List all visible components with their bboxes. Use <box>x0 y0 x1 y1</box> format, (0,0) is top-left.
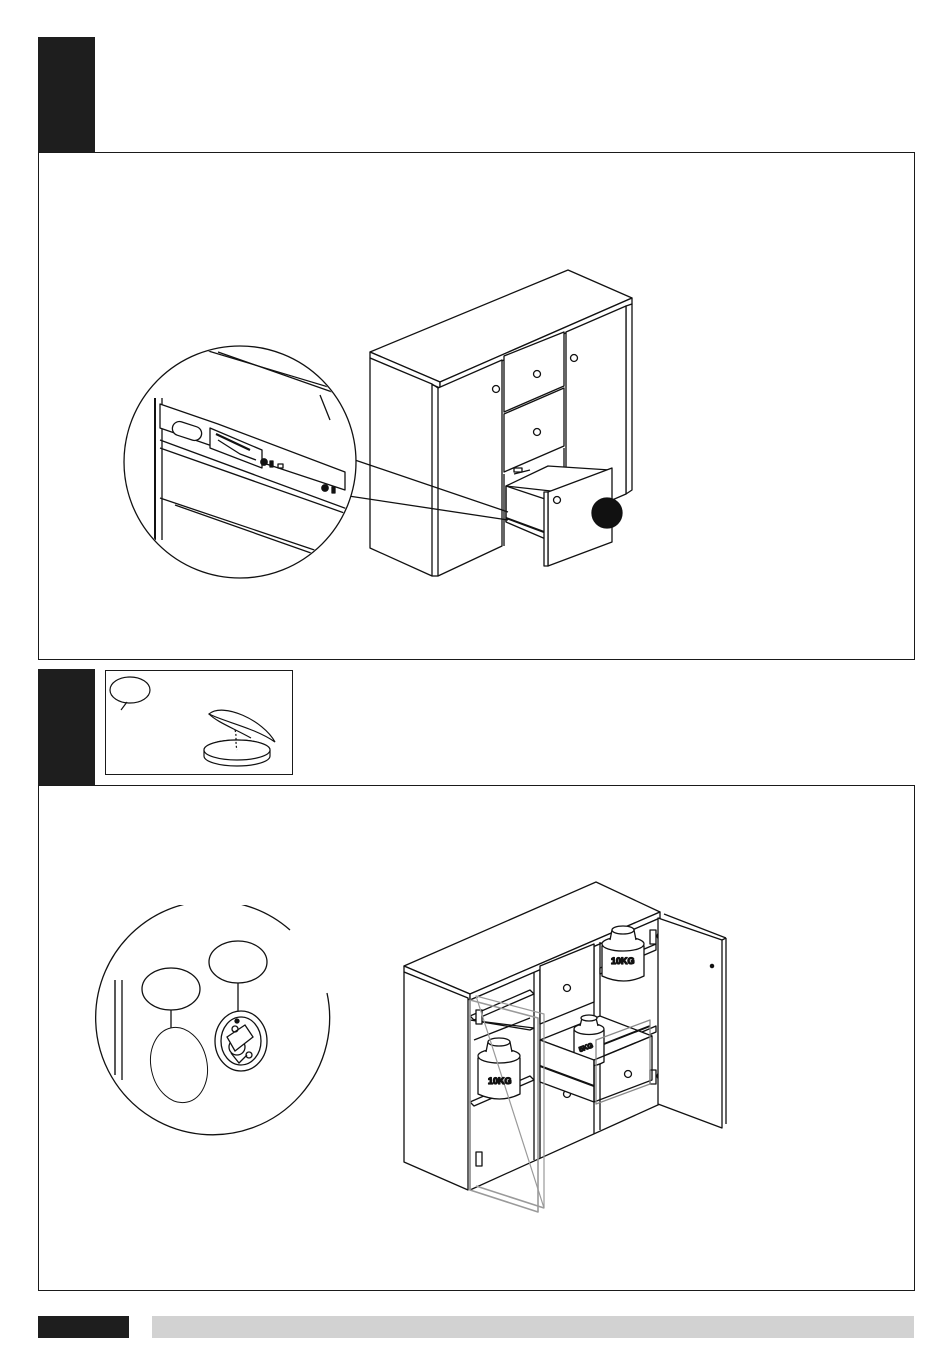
callout-dot-icon <box>592 498 622 528</box>
weight-top-label: 10KG <box>611 956 635 966</box>
bumper-detail-magnifier <box>95 905 340 1150</box>
weight-left-label: 10KG <box>488 1076 512 1086</box>
footer-track-bar <box>152 1316 914 1338</box>
callout-oval-left-icon <box>142 968 200 1010</box>
callout-oval-right-icon <box>209 941 267 983</box>
adhesive-bumper-icon <box>105 670 293 775</box>
step-2-cabinet-illustration: 10KG 10KG 5KG <box>400 878 730 1218</box>
step-1-illustration <box>38 152 915 660</box>
footer-page-bar <box>38 1316 129 1338</box>
